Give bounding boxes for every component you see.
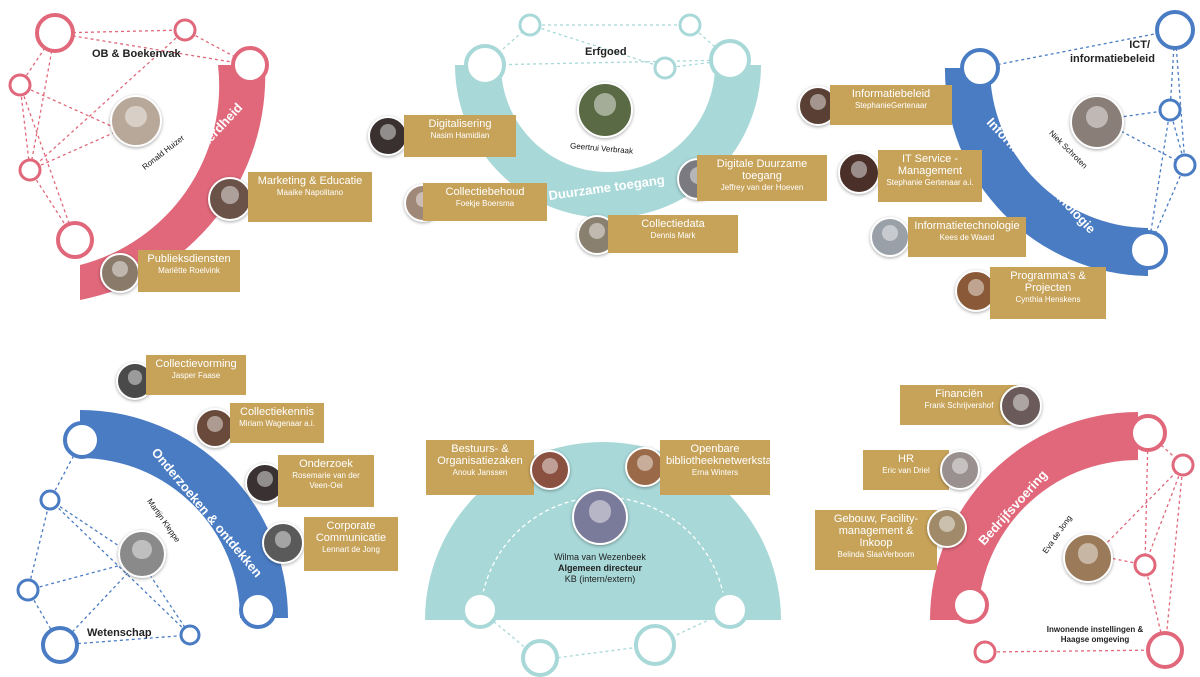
bedrijf-nodes <box>951 414 1195 669</box>
card-digitalisering: Digitalisering Nasim Hamidian <box>404 115 516 157</box>
card-role: Corporate Communicatie <box>315 520 387 544</box>
informatie-area-label: ICT/ informatiebeleid <box>1070 39 1155 65</box>
card-role: Gebouw, Facility-management & Inkoop <box>833 513 919 549</box>
card-role: Marketing & Educatie <box>257 175 363 187</box>
card-person: Nasim Hamidian <box>430 131 490 140</box>
marketing-avatar <box>208 177 252 221</box>
informatie-nodes <box>960 10 1197 270</box>
duurzaam-lead-avatar <box>577 82 633 138</box>
card-programmas: Programma's & Projecten Cynthia Henskens <box>990 267 1106 319</box>
card-role: Digitale Duurzame toegang <box>716 158 808 182</box>
card-role: Bestuurs- & Organisatiezaken <box>437 443 523 467</box>
publieksdiensten-avatar <box>100 253 140 293</box>
onderzoeken-area-label: Wetenschap <box>87 627 152 639</box>
card-person: Rosemarie van der Veen-Oei <box>292 471 360 490</box>
card-role: Informatietechnologie <box>914 220 1020 232</box>
card-bestuurs: Bestuurs- & Organisatiezaken Anouk Janss… <box>426 440 534 495</box>
card-person: Jasper Faase <box>171 371 221 380</box>
corporate-avatar <box>262 522 304 564</box>
bestuurs-avatar <box>530 450 570 490</box>
digitalisering-avatar <box>368 116 408 156</box>
directie-nodes <box>461 591 749 677</box>
card-person: Mariëtte Roelvink <box>158 266 220 275</box>
card-person: Foekje Boersma <box>455 199 515 208</box>
informatietechnologie-avatar <box>870 217 910 257</box>
card-person: Kees de Waard <box>939 233 995 242</box>
card-person: Miriam Wagenaar a.i. <box>239 419 315 428</box>
card-role: Publieksdiensten <box>147 253 231 265</box>
directie-inner-arc <box>479 496 727 621</box>
card-role: Digitalisering <box>428 118 492 130</box>
card-person: Lennart de Jong <box>322 545 380 554</box>
card-person: Jeffrey van der Hoeven <box>720 183 804 192</box>
duurzaam-area-label: Erfgoed <box>585 46 627 58</box>
card-role: IT Service - Management <box>897 153 963 177</box>
director-avatar <box>572 489 628 545</box>
director-title: Algemeen directeur <box>557 563 643 573</box>
bedrijf-lead-avatar <box>1063 533 1113 583</box>
informatie-lead-avatar <box>1070 95 1124 149</box>
collectiekennis-avatar <box>195 408 235 448</box>
onderzoeken-arc <box>80 410 288 618</box>
lezen-network <box>19 29 251 241</box>
card-person: StephanieGertenaar <box>854 101 928 110</box>
hr-avatar <box>940 450 980 490</box>
bedrijf-area-label: Inwonende instellingen & Haagse omgeving <box>1046 625 1144 644</box>
card-person: Anouk Janssen <box>452 468 508 477</box>
lezen-nodes <box>8 13 269 259</box>
card-role: HR <box>898 453 914 465</box>
card-informatietechnologie: Informatietechnologie Kees de Waard <box>908 217 1026 257</box>
card-collectiedata: Collectiedata Dennis Mark <box>608 215 738 253</box>
card-informatiebeleid: Informatiebeleid StephanieGertenaar <box>830 85 952 125</box>
card-role: Collectievorming <box>155 358 237 370</box>
card-digitale-duurzame: Digitale Duurzame toegang Jeffrey van de… <box>697 155 827 201</box>
card-person: Dennis Mark <box>650 231 696 240</box>
card-person: Stephanie Gertenaar a.i. <box>886 178 974 187</box>
card-person: Erna Winters <box>691 468 739 477</box>
card-marketing: Marketing & Educatie Maaike Napolitano <box>248 172 372 222</box>
card-it-service: IT Service - Management Stephanie Gerten… <box>878 150 982 202</box>
director-sub: KB (intern/extern) <box>564 574 636 584</box>
financien-avatar <box>1000 385 1042 427</box>
card-corporate: Corporate Communicatie Lennart de Jong <box>304 517 398 571</box>
it-service-avatar <box>838 152 880 194</box>
card-person: Belinda SlaaVerboom <box>837 550 915 559</box>
bedrijf-arc <box>930 412 1138 620</box>
card-role: Financiën <box>935 388 983 400</box>
card-person: Maaike Napolitano <box>276 188 344 197</box>
card-role: Programma's & Projecten <box>1010 270 1086 294</box>
card-role: Informatiebeleid <box>851 88 931 100</box>
card-role: Collectiekennis <box>240 406 314 418</box>
lezen-area-label: OB & Boekenvak <box>92 48 181 60</box>
card-collectiebehoud: Collectiebehoud Foekje Boersma <box>423 183 547 221</box>
card-hr: HR Eric van Driel <box>863 450 949 490</box>
card-collectievorming: Collectievorming Jasper Faase <box>146 355 246 395</box>
gebouw-avatar <box>927 508 967 548</box>
lezen-lead-avatar <box>110 95 162 147</box>
card-role: Collectiebehoud <box>445 186 525 198</box>
director-name: Wilma van Wezenbeek <box>554 552 646 562</box>
card-person: Cynthia Henskens <box>1015 295 1081 304</box>
director-info: Wilma van Wezenbeek Algemeen directeur K… <box>530 552 670 585</box>
onderzoeken-lead-avatar <box>118 530 166 578</box>
onderzoeken-nodes <box>16 421 277 664</box>
card-openbare: Openbare bibliotheeknetwerkstaf Erna Win… <box>660 440 775 495</box>
informatie-arc <box>944 68 1148 276</box>
card-role: Openbare bibliotheeknetwerkstaf <box>666 443 775 467</box>
card-onderzoek: Onderzoek Rosemarie van der Veen-Oei <box>278 455 374 507</box>
card-collectiekennis: Collectiekennis Miriam Wagenaar a.i. <box>230 403 324 443</box>
openbare-avatar <box>625 447 665 487</box>
card-person: Eric van Driel <box>882 466 930 475</box>
card-role: Collectiedata <box>641 218 705 230</box>
card-person: Frank Schrijvershof <box>924 401 994 410</box>
card-gebouw: Gebouw, Facility-management & Inkoop Bel… <box>815 510 937 570</box>
card-publieksdiensten: Publieksdiensten Mariëtte Roelvink <box>138 250 240 292</box>
duurzaam-nodes <box>464 13 751 86</box>
card-role: Onderzoek <box>299 458 353 470</box>
lezen-arc <box>80 65 266 300</box>
card-financien: Financiën Frank Schrijvershof <box>900 385 1018 425</box>
